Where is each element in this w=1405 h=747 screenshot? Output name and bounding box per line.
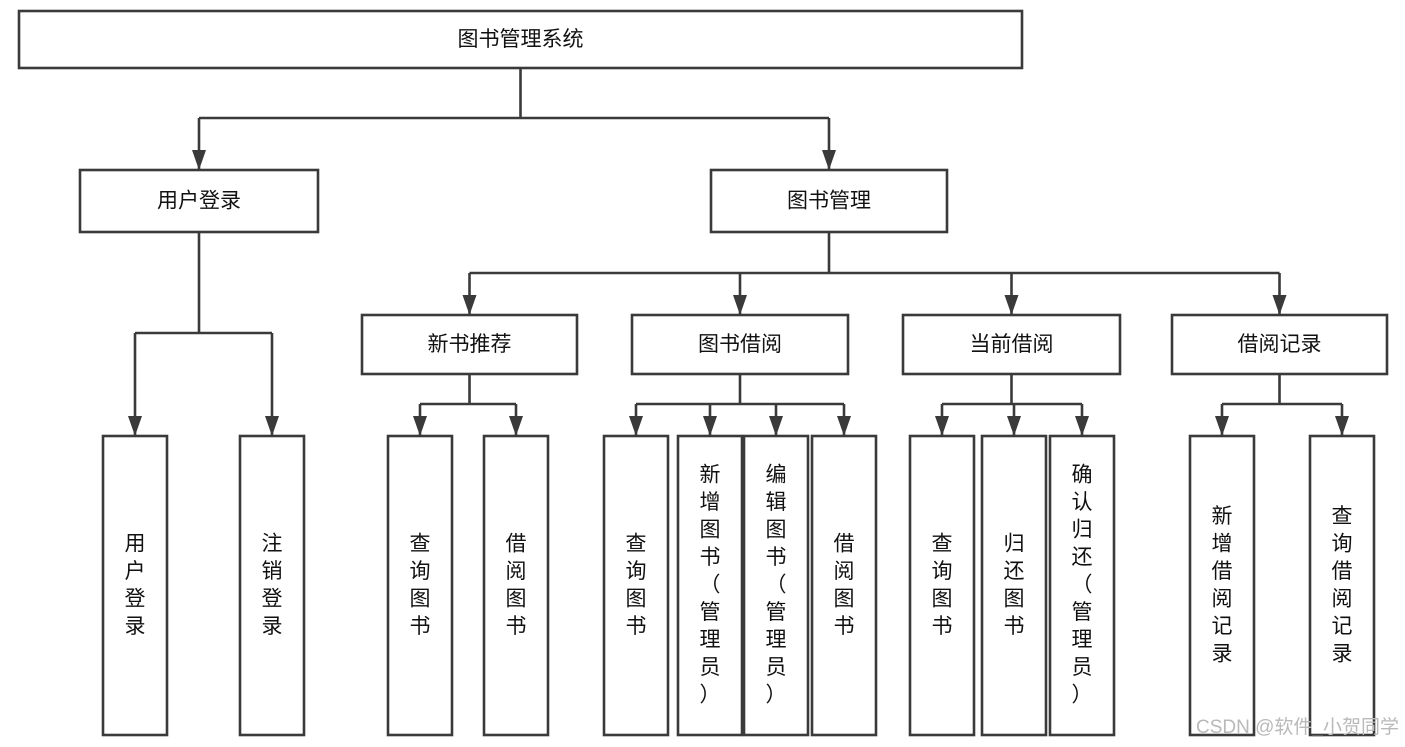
arrow-leaf-add-book-icon	[703, 416, 717, 436]
node-new-book-recommend-box[interactable]	[360, 313, 579, 376]
arrow-leaf-query-book-2-icon	[629, 416, 643, 436]
arrow-book-borrow-icon	[733, 295, 747, 315]
arrow-leaf-edit-book-icon	[769, 416, 783, 436]
arrow-leaf-user-logout-icon	[265, 416, 279, 436]
arrow-current-borrow-icon	[1004, 295, 1019, 315]
node-leaf-add-record-label: 新增借阅记录	[1212, 504, 1233, 665]
node-leaf-edit-book-label: 编辑图书（管理员）	[766, 463, 787, 706]
node-leaf-query-book-2-label: 查询图书	[626, 532, 647, 638]
root-node-box[interactable]	[17, 9, 1024, 70]
node-leaf-query-book-3-label: 查询图书	[932, 532, 953, 638]
node-leaf-user-login-label: 用户登录	[125, 532, 146, 638]
node-leaf-confirm-return-label: 确认归还（管理员）	[1072, 463, 1093, 706]
node-leaf-add-record-box[interactable]	[1188, 434, 1256, 737]
node-book-borrow-box[interactable]	[630, 313, 850, 376]
node-leaf-borrow-book-1-label: 借阅图书	[506, 532, 527, 638]
arrow-leaf-borrow-book-2-icon	[837, 416, 851, 436]
node-leaf-return-book-label: 归还图书	[1004, 532, 1025, 638]
arrow-leaf-borrow-book-1-icon	[509, 416, 523, 436]
node-current-borrow-box[interactable]	[901, 313, 1122, 376]
arrow-new-book-recommend-icon	[462, 295, 477, 315]
node-new-book-recommend-label: 新书推荐	[428, 333, 512, 356]
node-leaf-add-book-box[interactable]	[676, 434, 744, 737]
node-leaf-user-logout-box[interactable]	[238, 434, 306, 737]
arrow-book-manage-icon	[822, 150, 836, 170]
node-leaf-add-book-label: 新增图书（管理员）	[700, 463, 721, 706]
arrow-borrow-record-icon	[1272, 295, 1287, 315]
node-leaf-return-book-box[interactable]	[980, 434, 1048, 737]
arrow-leaf-return-book-icon	[1007, 416, 1021, 436]
arrow-leaf-confirm-return-icon	[1075, 416, 1089, 436]
node-book-borrow-label: 图书借阅	[698, 333, 782, 356]
node-leaf-confirm-return-box[interactable]	[1048, 434, 1116, 737]
node-borrow-record-box[interactable]	[1170, 313, 1389, 376]
arrow-leaf-add-record-icon	[1215, 416, 1229, 436]
node-boxes: 图书管理系统用户登录图书管理新书推荐图书借阅当前借阅借阅记录用户登录注销登录查询…	[17, 9, 1389, 737]
node-leaf-borrow-book-2-label: 借阅图书	[834, 532, 855, 638]
node-book-manage-label: 图书管理	[787, 190, 871, 213]
node-leaf-query-book-1-label: 查询图书	[410, 532, 431, 638]
connector-lines	[128, 68, 1349, 436]
arrow-user-login-icon	[192, 150, 206, 170]
csdn-watermark: CSDN @软件_小贺同学	[1196, 716, 1399, 738]
arrow-leaf-query-book-3-icon	[935, 416, 949, 436]
node-leaf-query-book-3-box[interactable]	[908, 434, 976, 737]
arrow-leaf-user-login-icon	[128, 416, 142, 436]
node-leaf-query-record-label: 查询借阅记录	[1332, 504, 1353, 665]
node-leaf-edit-book-box[interactable]	[742, 434, 810, 737]
node-leaf-query-book-1-box[interactable]	[386, 434, 454, 737]
node-user-login-label: 用户登录	[157, 190, 241, 213]
node-user-login-box[interactable]	[78, 168, 320, 234]
node-leaf-borrow-book-1-box[interactable]	[482, 434, 550, 737]
node-leaf-query-book-2-box[interactable]	[602, 434, 670, 737]
node-borrow-record-label: 借阅记录	[1238, 333, 1322, 356]
arrow-leaf-query-record-icon	[1335, 416, 1349, 436]
root-node-label: 图书管理系统	[458, 28, 584, 51]
arrow-leaf-query-book-1-icon	[413, 416, 427, 436]
node-current-borrow-label: 当前借阅	[970, 333, 1054, 356]
node-leaf-borrow-book-2-box[interactable]	[810, 434, 878, 737]
node-leaf-query-record-box[interactable]	[1308, 434, 1376, 737]
node-book-manage-box[interactable]	[709, 168, 949, 234]
node-leaf-user-logout-label: 注销登录	[262, 532, 283, 638]
node-leaf-user-login-box[interactable]	[101, 434, 169, 737]
